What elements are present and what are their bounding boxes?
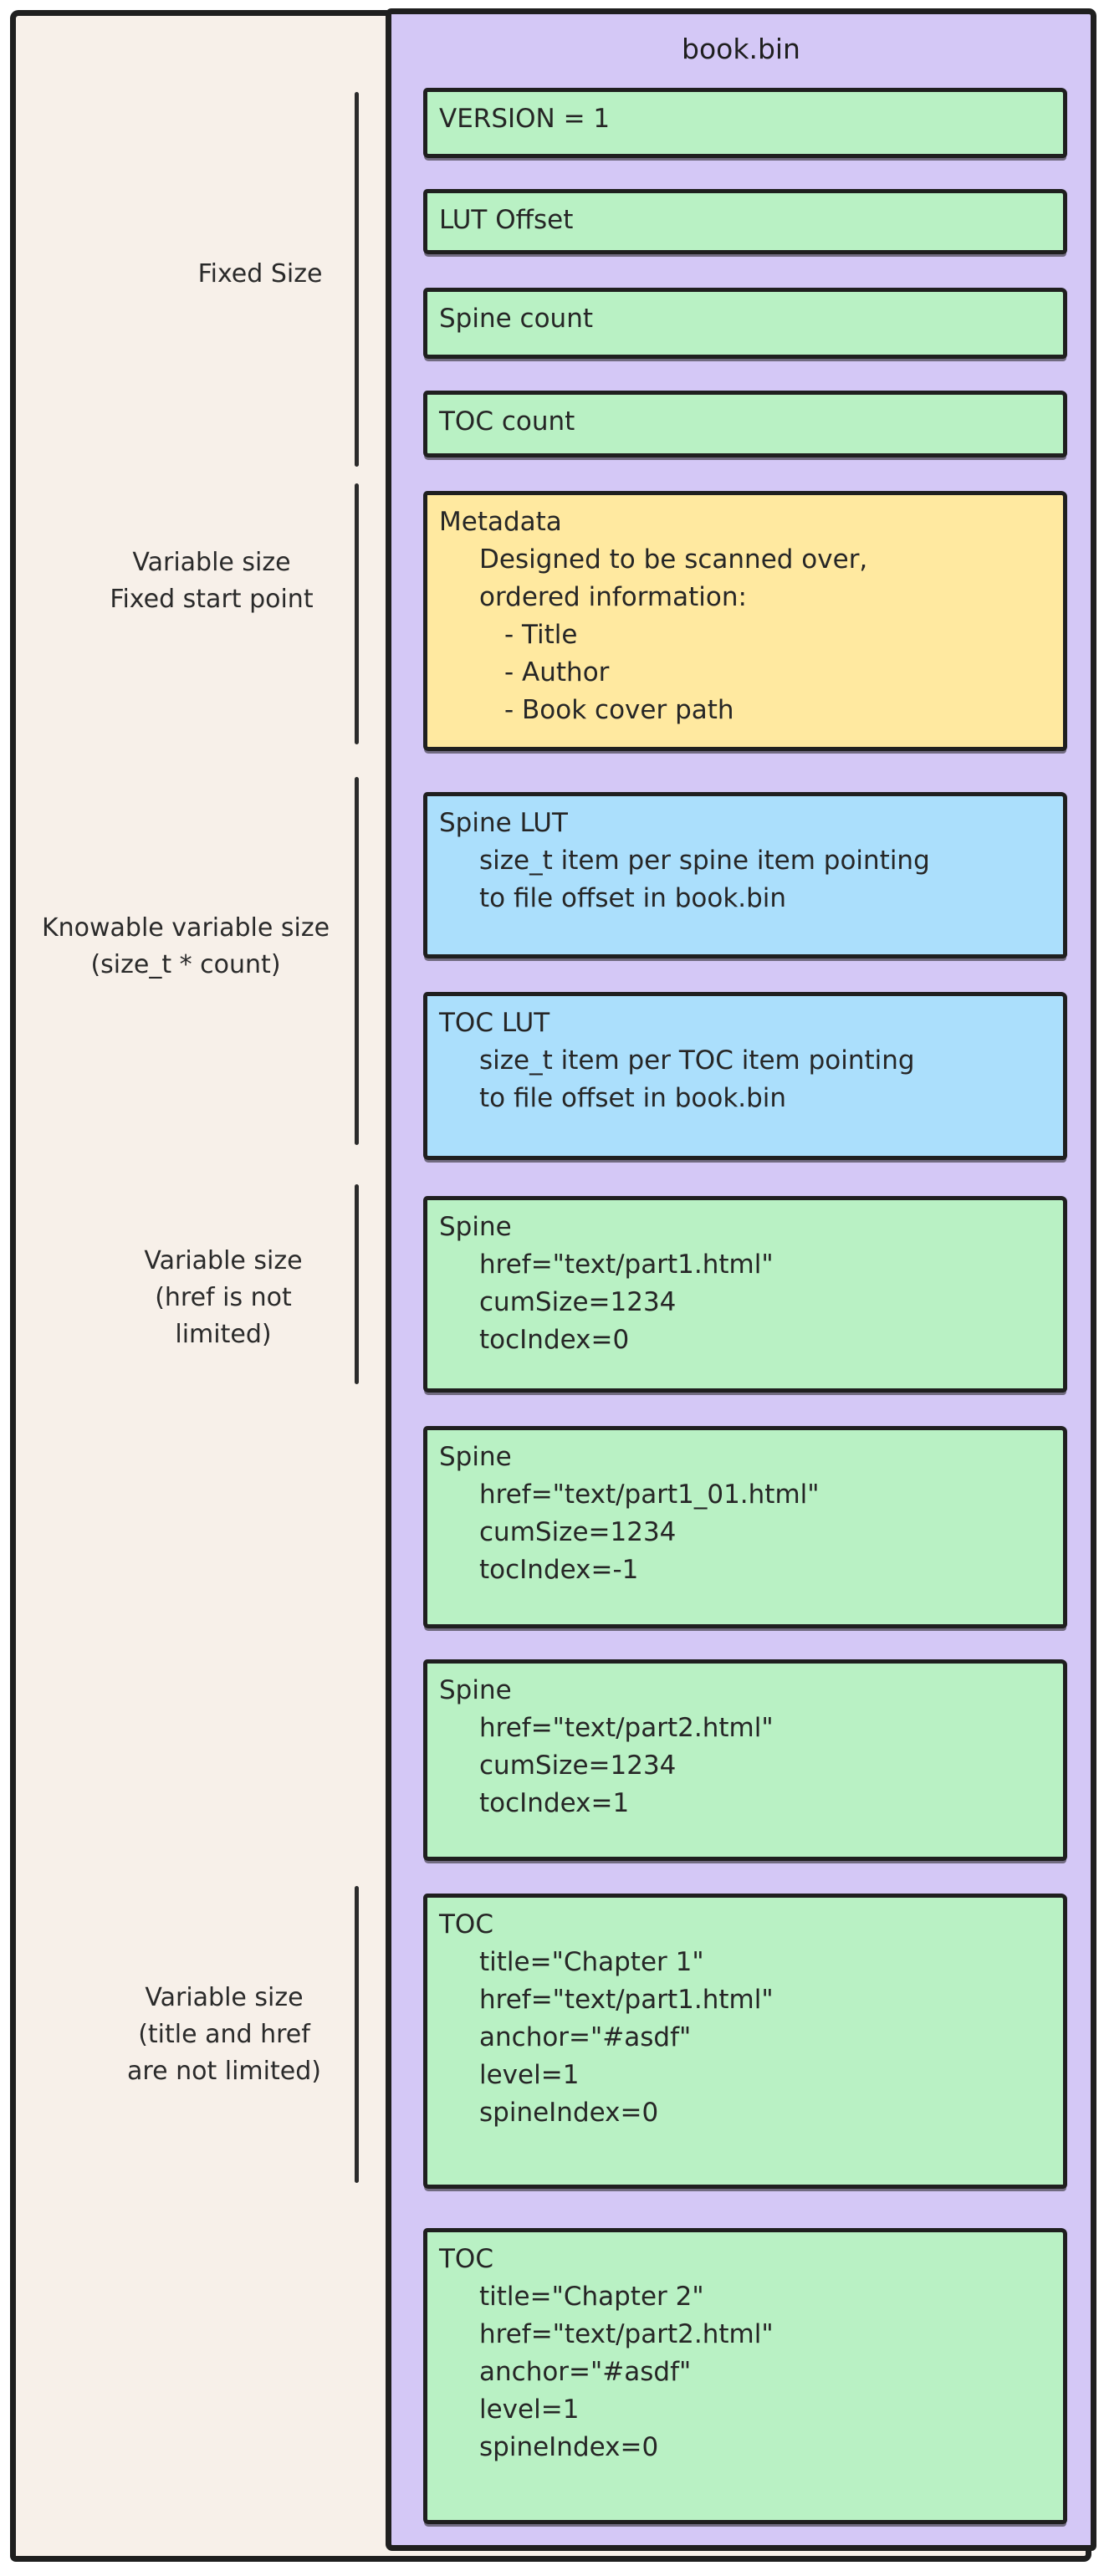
- box-line: title="Chapter 1": [479, 1947, 704, 1977]
- box-line: Spine: [439, 1675, 512, 1705]
- box-line: href="text/part1.html": [479, 1250, 774, 1280]
- box-line: cumSize=1234: [479, 1287, 677, 1317]
- box-line: Designed to be scanned over,: [479, 544, 868, 575]
- box-line: TOC: [439, 1909, 493, 1940]
- spine-lut-block: Spine LUT size_t item per spine item poi…: [423, 792, 1067, 958]
- box-line: Metadata: [439, 507, 562, 537]
- label-line: (title and href: [138, 2020, 310, 2049]
- box-line: to file offset in book.bin: [479, 1083, 787, 1113]
- bracket-variable-title: [355, 1886, 359, 2183]
- box-line: title="Chapter 2": [479, 2282, 704, 2312]
- box-line: size_t item per spine item pointing: [479, 846, 930, 876]
- spine-entry-3: Spine href="text/part2.html" cumSize=123…: [423, 1659, 1067, 1861]
- toc-entry-2: TOC title="Chapter 2" href="text/part2.h…: [423, 2228, 1067, 2524]
- label-line: Knowable variable size: [41, 913, 330, 943]
- spine-entry-2: Spine href="text/part1_01.html" cumSize=…: [423, 1426, 1067, 1628]
- box-line: anchor="#asdf": [479, 2022, 692, 2052]
- label-variable-size-title: Variable size (title and href are not li…: [86, 1980, 362, 2090]
- book-bin-panel: book.bin VERSION = 1 LUT Offset Spine co…: [386, 8, 1096, 2551]
- box-line: TOC LUT: [439, 1008, 550, 1038]
- metadata-block: Metadata Designed to be scanned over, or…: [423, 491, 1067, 751]
- label-line: (size_t * count): [90, 950, 281, 979]
- box-line: ordered information:: [479, 582, 747, 612]
- bracket-fixed-size: [355, 92, 359, 467]
- label-fixed-size: Fixed Size: [118, 256, 402, 293]
- label-line: Fixed Size: [197, 259, 323, 289]
- box-line: TOC: [439, 2244, 493, 2274]
- box-line: level=1: [479, 2060, 580, 2090]
- box-line: spineIndex=0: [479, 2432, 659, 2462]
- box-line: href="text/part1_01.html": [479, 1480, 820, 1510]
- label-line: limited): [175, 1320, 272, 1349]
- box-line: Spine LUT: [439, 808, 568, 838]
- label-variable-fixed-start: Variable size Fixed start point: [69, 544, 354, 618]
- lut-offset-field: LUT Offset: [423, 189, 1067, 254]
- label-line: Variable size: [132, 548, 291, 577]
- toc-lut-block: TOC LUT size_t item per TOC item pointin…: [423, 992, 1067, 1160]
- box-line: LUT Offset: [439, 205, 574, 235]
- label-line: Variable size: [145, 1983, 304, 2012]
- box-line: tocIndex=0: [479, 1325, 630, 1355]
- box-line: Spine count: [439, 304, 594, 334]
- box-line: - Author: [504, 657, 610, 687]
- bracket-knowable-variable: [355, 777, 359, 1145]
- label-knowable-variable-size: Knowable variable size (size_t * count): [31, 910, 340, 984]
- box-line: TOC count: [439, 406, 575, 437]
- box-line: cumSize=1234: [479, 1751, 677, 1781]
- box-line: level=1: [479, 2395, 580, 2425]
- bracket-variable-fixed: [355, 483, 359, 744]
- box-line: to file offset in book.bin: [479, 883, 787, 913]
- box-line: tocIndex=-1: [479, 1555, 639, 1585]
- label-line: (href is not: [155, 1283, 292, 1312]
- box-line: cumSize=1234: [479, 1517, 677, 1547]
- toc-entry-1: TOC title="Chapter 1" href="text/part1.h…: [423, 1894, 1067, 2189]
- box-line: VERSION = 1: [439, 104, 611, 134]
- label-variable-size-href: Variable size (href is not limited): [98, 1243, 349, 1353]
- box-line: href="text/part1.html": [479, 1985, 774, 2015]
- box-line: spineIndex=0: [479, 2098, 659, 2128]
- box-line: anchor="#asdf": [479, 2357, 692, 2387]
- panel-title: book.bin: [682, 33, 800, 65]
- spine-count-field: Spine count: [423, 288, 1067, 359]
- box-line: size_t item per TOC item pointing: [479, 1045, 915, 1076]
- label-line: are not limited): [127, 2057, 321, 2086]
- box-line: href="text/part2.html": [479, 1713, 774, 1743]
- box-line: Spine: [439, 1442, 512, 1472]
- label-line: Variable size: [144, 1246, 303, 1275]
- box-line: Spine: [439, 1212, 512, 1242]
- bracket-variable-href: [355, 1184, 359, 1384]
- box-line: href="text/part2.html": [479, 2319, 774, 2349]
- box-line: tocIndex=1: [479, 1788, 630, 1818]
- box-line: - Title: [504, 620, 578, 650]
- box-line: - Book cover path: [504, 695, 734, 725]
- toc-count-field: TOC count: [423, 391, 1067, 457]
- label-line: Fixed start point: [110, 585, 314, 614]
- spine-entry-1: Spine href="text/part1.html" cumSize=123…: [423, 1196, 1067, 1393]
- version-field: VERSION = 1: [423, 88, 1067, 158]
